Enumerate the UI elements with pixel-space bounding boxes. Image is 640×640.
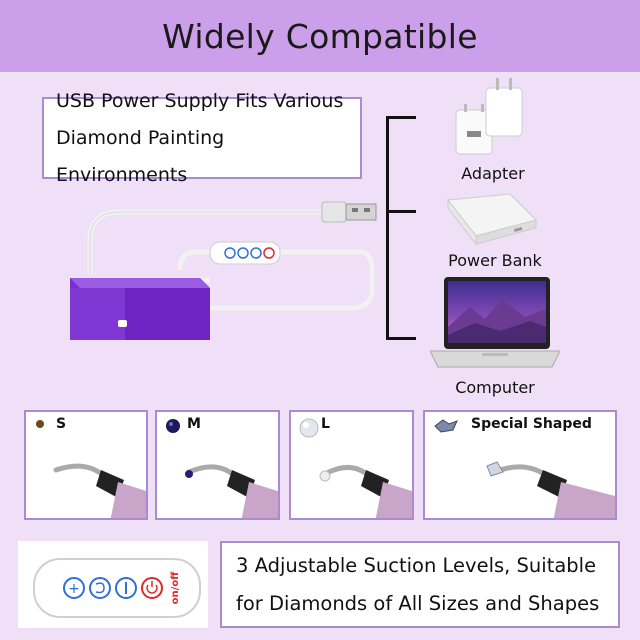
bracket-top — [386, 116, 416, 119]
suction-caption-line-1: 3 Adjustable Suction Levels, Suitable — [236, 553, 597, 577]
device-label-adapter: Adapter — [461, 164, 525, 183]
bracket-middle — [386, 210, 416, 213]
power-bank-icon — [447, 193, 537, 246]
bracket-bottom — [386, 337, 416, 340]
controller-closeup: + on/off — [18, 541, 208, 628]
on-off-label: on/off — [170, 571, 181, 605]
pen-tip-image — [486, 461, 615, 518]
tip-size-label: L — [321, 416, 330, 432]
pen-tip-image — [319, 465, 412, 518]
svg-text:+: + — [68, 581, 80, 597]
suction-caption-line-2: for Diamonds of All Sizes and Shapes — [236, 591, 600, 615]
tip-card-large: L — [289, 410, 414, 520]
plus-button — [63, 577, 85, 599]
device-label-computer: Computer — [455, 378, 535, 397]
device-label-power-bank: Power Bank — [448, 251, 542, 270]
pen-device-illustration — [70, 201, 377, 340]
suction-levels-caption: 3 Adjustable Suction Levels, Suitable fo… — [220, 541, 620, 628]
tip-size-label: S — [56, 416, 67, 432]
header-banner: Widely Compatible — [0, 0, 640, 72]
tip-card-small: S — [24, 410, 148, 520]
inline-controller — [209, 241, 281, 265]
cycle-button — [89, 577, 111, 599]
usb-plug — [321, 201, 347, 223]
pen-tip-image — [185, 464, 278, 518]
usb-caption-line-2: Diamond Painting Environments — [56, 126, 225, 186]
page-title: Widely Compatible — [162, 16, 478, 56]
special-shaped-diamond-icon — [434, 419, 458, 433]
bracket-vertical — [386, 116, 389, 339]
small-diamond-icon — [36, 420, 44, 428]
power-button — [141, 577, 163, 599]
medium-diamond-icon — [166, 419, 180, 433]
level-button — [115, 577, 137, 599]
tip-card-special-shaped: Special Shaped — [423, 410, 617, 520]
usb-power-caption: USB Power Supply Fits Various Diamond Pa… — [42, 90, 362, 186]
tip-card-medium: M — [155, 410, 280, 520]
tip-size-label: Special Shaped — [471, 416, 592, 432]
laptop-icon — [430, 277, 560, 368]
usb-caption-line-1: USB Power Supply Fits Various — [56, 89, 344, 112]
pen-tip-image — [53, 463, 146, 518]
tip-size-label: M — [187, 416, 201, 432]
adapter-icon — [455, 78, 523, 155]
large-diamond-icon — [299, 418, 319, 438]
